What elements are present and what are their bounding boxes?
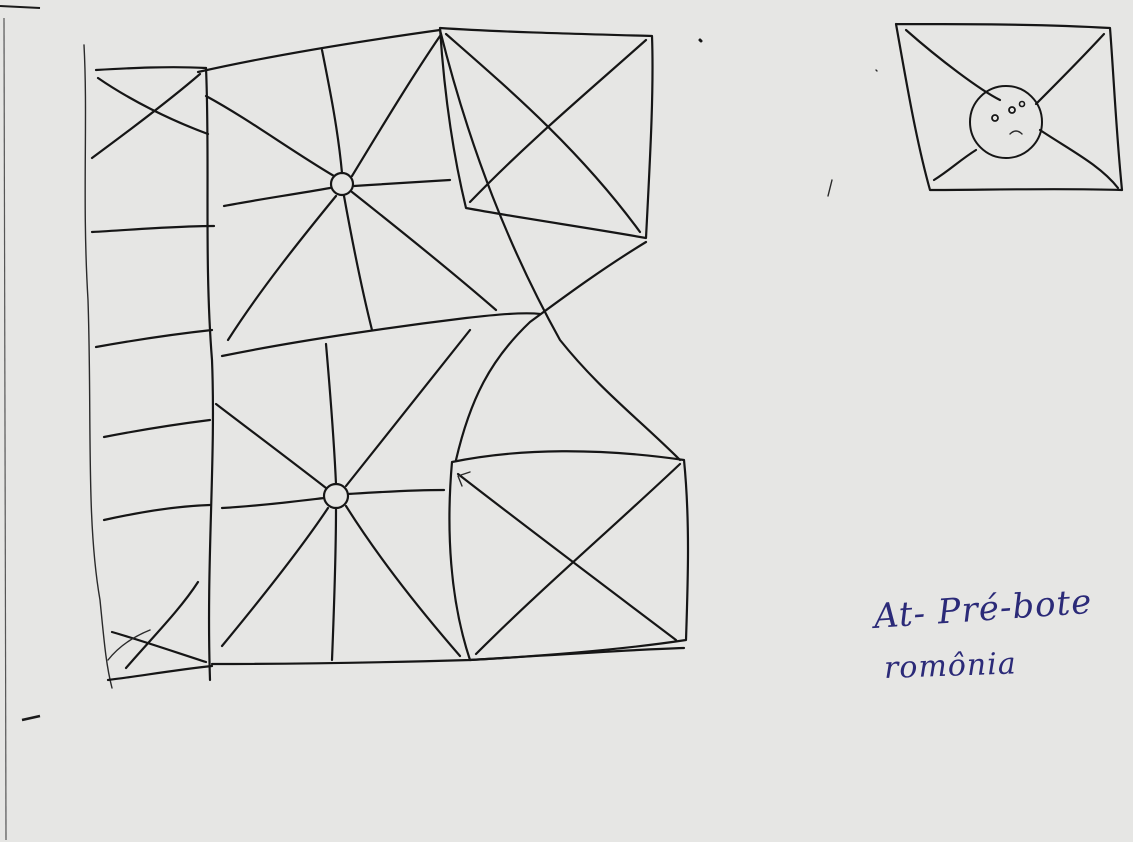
lower-ray-nw — [216, 404, 326, 488]
lower-hub — [324, 484, 348, 508]
lower-square-outline — [449, 451, 688, 660]
left-strip-top — [96, 67, 206, 70]
left-strip-top-x1 — [98, 78, 208, 134]
inset-face-eye-left — [992, 115, 998, 121]
scan-edge-top — [0, 6, 40, 8]
upper-module-bottom — [222, 313, 540, 356]
upper-ray-e — [354, 180, 450, 186]
stray-mark-dot — [700, 40, 701, 41]
upper-square-diag-1 — [446, 34, 640, 232]
upper-ray-w — [224, 188, 330, 206]
lower-ray-se — [346, 506, 460, 656]
left-strip-inner-line — [206, 68, 213, 680]
inset-face-eye-right — [1009, 107, 1015, 113]
stray-mark-slash — [828, 180, 832, 196]
scan-edge-mark — [22, 716, 40, 720]
left-strip-rung-1 — [92, 226, 214, 232]
upper-ray-nne — [352, 36, 440, 176]
inset-diag-1 — [906, 30, 1000, 100]
left-strip-corner-c — [108, 630, 150, 660]
handwritten-annotation: At- Pré-bote romônia — [874, 596, 1104, 706]
floor-plan-sketch — [84, 24, 1122, 688]
left-strip-outer-line — [84, 45, 112, 688]
scan-edge-left — [4, 18, 6, 840]
lower-ray-e — [348, 490, 444, 494]
inset-face-mouth — [1010, 131, 1022, 134]
left-strip-rung-2 — [96, 330, 212, 347]
lower-ray-n — [326, 344, 336, 484]
upper-ray-n — [322, 50, 342, 173]
lower-ray-w — [222, 498, 324, 508]
upper-module-top — [198, 30, 440, 72]
upper-ray-s — [344, 196, 372, 330]
lower-ray-s — [332, 508, 336, 660]
left-strip-corner-b — [112, 632, 206, 662]
left-strip-rung-4 — [104, 505, 210, 520]
lower-module-bottom — [212, 648, 684, 664]
left-strip-top-x2 — [92, 74, 200, 158]
upper-ray-sw — [228, 196, 336, 340]
inset-face — [970, 86, 1042, 158]
left-strip-bottom — [108, 666, 212, 680]
inset-diag-4 — [1040, 130, 1118, 188]
lower-ray-sw — [222, 508, 328, 646]
inset-diag-2 — [1036, 34, 1104, 104]
upper-ray-nw — [206, 96, 334, 176]
inset-diag-3 — [934, 150, 976, 180]
inset-outline — [896, 24, 1122, 190]
lower-square-diag-2 — [476, 464, 680, 654]
annotation-line-2: romônia — [883, 649, 1017, 684]
left-strip-rung-3 — [104, 420, 210, 437]
stray-mark-dot-2 — [876, 70, 877, 71]
upper-square-diag-2 — [470, 40, 646, 202]
inset-face-eye-top — [1020, 102, 1025, 107]
tie-upper-to-lower-a — [456, 242, 646, 460]
